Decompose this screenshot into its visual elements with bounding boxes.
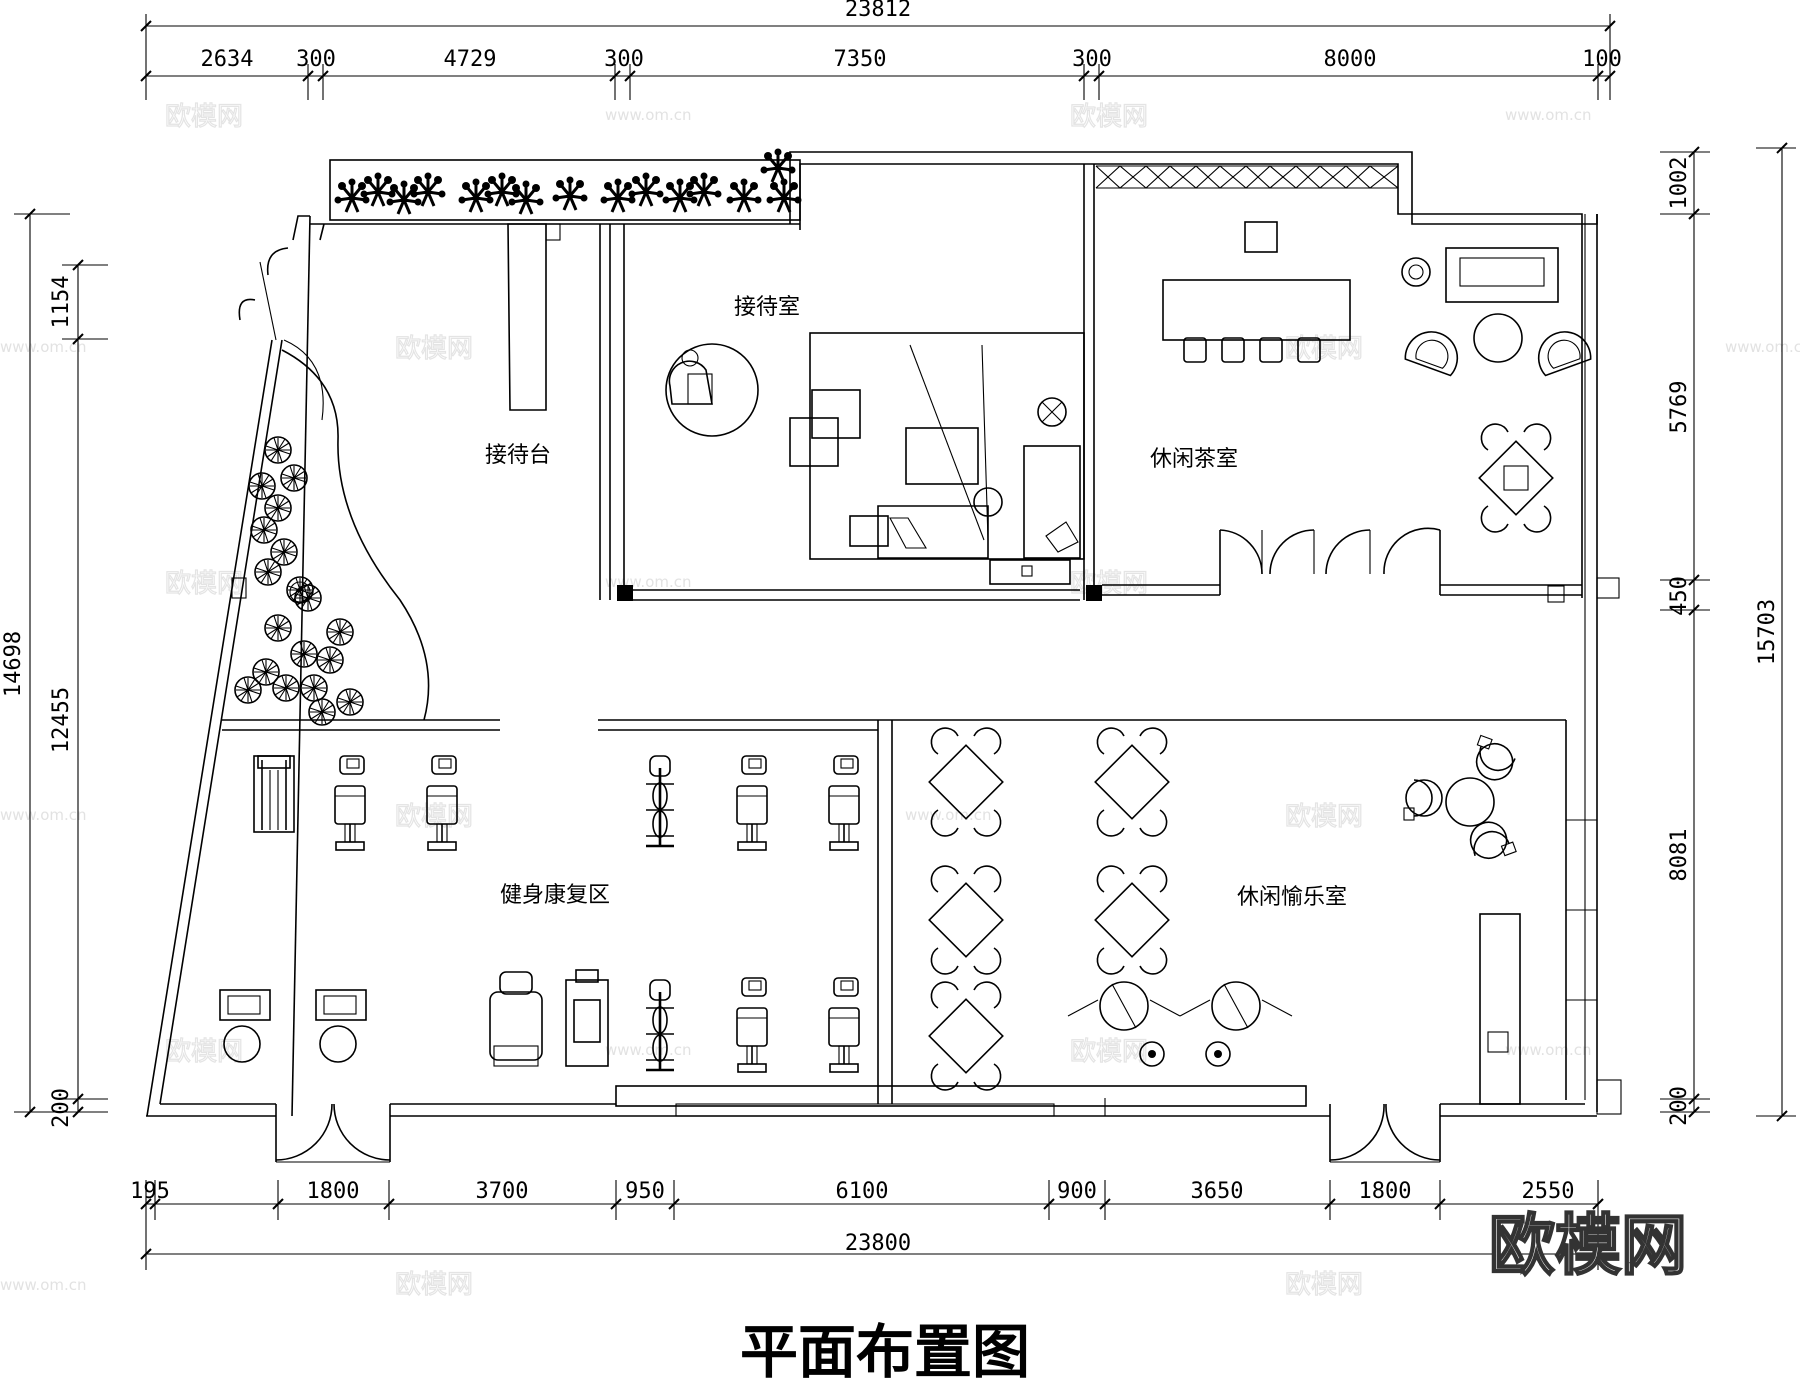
watermark-layer: 欧模网 欧模网 欧模网 欧模网 欧模网 欧模网 欧模网 欧模网 欧模网 欧模网 … [0,101,1800,1300]
watermark: 欧模网 [165,102,243,132]
fitness-equipment [219,754,860,1073]
dim-right: 8081 [1667,829,1692,882]
planter-shrubs [333,147,803,216]
dim-top: 300 [296,47,336,72]
coffee-table [905,427,979,485]
left-dimension-chain: 14698 1154 12455 200 [1,208,108,1128]
sofa [1445,247,1559,303]
massage-chair [489,971,543,1067]
lamp-icon [1037,397,1067,427]
tea-room-furniture [1162,221,1594,533]
watermark: 欧模网 [1285,1270,1363,1300]
watermark: 欧模网 [1285,802,1363,832]
multi-gym [253,755,295,833]
recreation-furniture [928,727,1521,1105]
entrance-door-right [1329,1103,1441,1163]
right-dimension-chain: 1002 5769 450 8081 200 15703 [1660,142,1796,1126]
dim-bottom: 195 [130,1179,170,1204]
dim-top: 300 [1072,47,1112,72]
tea-table [1162,279,1351,341]
watermark: 欧模网 [165,1037,243,1067]
left-garden [234,339,430,726]
dim-bottom: 2550 [1522,1179,1575,1204]
dim-left-total: 14698 [1,631,26,697]
dim-bottom: 1800 [1359,1179,1412,1204]
watermark-url: www.om.cn [0,338,87,356]
room-label-reception-desk: 接待台 [485,443,551,468]
watermark-url: www.om.cn [0,806,87,824]
room-label-reception-room: 接待室 [734,295,800,320]
watermark-url: www.om.cn [905,806,992,824]
dim-right: 450 [1667,576,1692,616]
sofa [1023,445,1081,559]
dim-top: 4729 [444,47,497,72]
dim-top: 8000 [1324,47,1377,72]
round-table [665,343,759,437]
mahjong-table [1179,981,1293,1067]
weight-bench [565,969,609,1067]
spin-bike [315,989,367,1063]
watermark: 欧模网 [1070,102,1148,132]
dim-right: 5769 [1667,381,1692,434]
bar-counter [1479,913,1521,1105]
truss-band [1095,165,1399,189]
dim-bottom: 3650 [1191,1179,1244,1204]
dim-bottom: 1800 [307,1179,360,1204]
dim-bottom: 950 [625,1179,665,1204]
reception-room-furniture [665,332,1085,585]
dim-left: 1154 [49,276,74,329]
dim-top: 2634 [201,47,254,72]
dim-bottom: 3700 [476,1179,529,1204]
dim-right: 200 [1667,1086,1692,1126]
dim-bottom-total: 23800 [845,1231,911,1256]
room-label-tea-room: 休闲茶室 [1150,447,1238,472]
watermark: 欧模网 [395,802,473,832]
watermark-url: www.om.cn [0,1276,87,1294]
building-walls [146,151,1622,1163]
watermark: 欧模网 [1285,334,1363,364]
top-dimension-chain: 23812 2634 300 4729 300 7350 300 8000 10… [140,0,1622,100]
dim-top-total: 23812 [845,0,911,22]
watermark-url: www.om.cn [605,106,692,124]
dim-top: 7350 [834,47,887,72]
round-coffee-table [1473,313,1523,363]
drawing-title: 平面布置图 [740,1318,1030,1386]
watermark-url: www.om.cn [1505,1041,1592,1059]
watermark: 欧模网 [395,334,473,364]
dim-bottom: 6100 [836,1179,889,1204]
dim-top: 100 [1582,47,1622,72]
entrance-door-left [275,1103,391,1163]
round-table [1445,777,1495,827]
dim-right-total: 15703 [1755,599,1780,665]
brand-logo: 欧模网 [1489,1207,1687,1284]
dim-top: 300 [604,47,644,72]
watermark-url: www.om.cn [1725,338,1800,356]
dim-right: 1002 [1667,157,1692,210]
dim-left: 200 [49,1088,74,1128]
watermark: 欧模网 [395,1270,473,1300]
mahjong-table [1067,981,1181,1067]
watermark-url: www.om.cn [605,1041,692,1059]
dim-left: 12455 [49,687,74,753]
watermark-url: www.om.cn [1505,106,1592,124]
room-label-fitness-area: 健身康复区 [500,883,610,908]
rug [809,332,1085,560]
sofa [877,505,989,559]
spin-bike [219,989,271,1063]
reception-desk [507,223,547,411]
room-label-recreation-room: 休闲愉乐室 [1237,885,1347,910]
dim-bottom: 900 [1057,1179,1097,1204]
bottom-dimension-chain: 195 1800 3700 950 6100 900 3650 1800 255… [130,1179,1604,1270]
room-labels: 接待台 接待室 休闲茶室 健身康复区 休闲愉乐室 [485,295,1347,910]
watermark: 欧模网 [1070,1037,1148,1067]
